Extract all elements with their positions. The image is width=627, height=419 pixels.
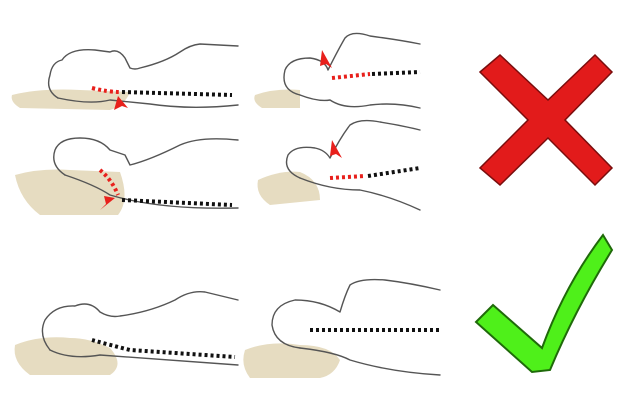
figure-back-row3: [14, 290, 239, 375]
body-outline: [47, 43, 239, 99]
spine: [121, 90, 233, 97]
figure-back-row1: [11, 43, 239, 110]
red-x-icon: [478, 53, 614, 187]
figure-side-row3: [243, 278, 441, 378]
pressure-arrow: [320, 50, 332, 68]
figure-side-row1: [254, 32, 421, 109]
green-check-icon: [474, 233, 614, 374]
figure-side-row2: [257, 119, 421, 211]
pressure-arrow: [114, 96, 128, 110]
spine-bad: [91, 86, 121, 94]
figure-back-row2: [15, 137, 239, 215]
